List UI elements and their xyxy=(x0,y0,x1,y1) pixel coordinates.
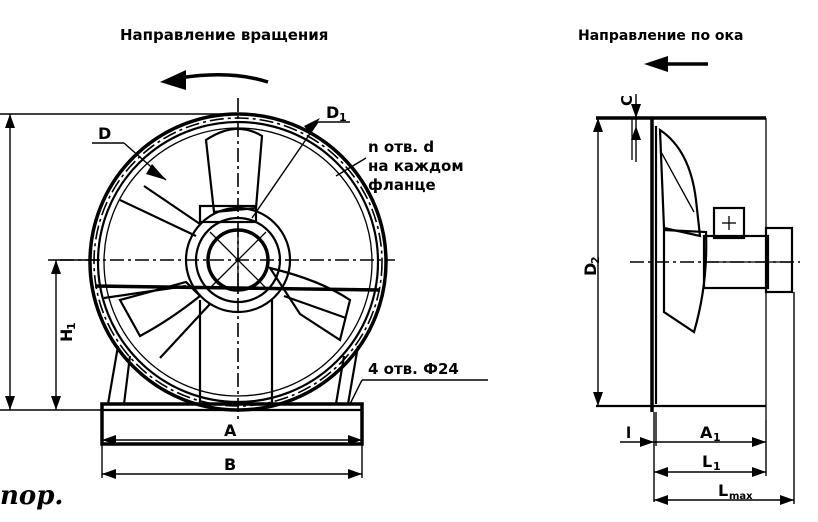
dim-a1-label: A xyxy=(700,423,713,442)
dim-b-label: B xyxy=(224,455,236,474)
dim-h1-sub: 1 xyxy=(65,322,78,330)
flow-direction-label: Направление по ока xyxy=(578,28,744,44)
dim-lmax-label: L xyxy=(718,481,728,500)
caption-fragment: пор. xyxy=(0,481,63,511)
side-motor xyxy=(702,206,794,294)
dim-l-label: l xyxy=(626,424,631,442)
dimension-b: B xyxy=(102,455,362,479)
dimension-d: D xyxy=(92,124,167,181)
holes-note: 4 отв. Ф24 xyxy=(349,360,488,405)
flange-note: n отв. d на каждом фланце xyxy=(335,138,464,194)
rotation-arrow xyxy=(160,70,269,90)
casing-split-line xyxy=(94,284,381,292)
flange-note-line2: на каждом xyxy=(368,157,464,175)
fan-blades xyxy=(103,127,352,359)
dim-l1-label: L xyxy=(702,452,712,471)
dimension-h xyxy=(0,113,238,411)
side-blade xyxy=(658,127,708,334)
front-centerlines xyxy=(60,98,395,420)
flange-note-line3: фланце xyxy=(368,176,436,194)
dimension-l1: L 1 xyxy=(654,446,767,477)
dim-d1-label: D xyxy=(326,103,339,122)
dimension-l-a1: l A 1 xyxy=(620,412,767,502)
front-view: Направление вращения xyxy=(0,26,488,511)
dim-a-label: A xyxy=(224,421,237,440)
dim-d1-sub: 1 xyxy=(339,111,347,124)
flange-note-line1: n отв. d xyxy=(368,138,434,156)
dim-l1-sub: 1 xyxy=(713,460,721,473)
dimension-h1: H 1 xyxy=(48,259,100,410)
dimension-d1: D 1 xyxy=(251,103,350,219)
dimension-d2: D 2 xyxy=(581,118,603,406)
holes-note-label: 4 отв. Ф24 xyxy=(368,360,459,378)
dimension-c: C xyxy=(618,94,641,162)
flow-arrow xyxy=(644,56,708,72)
dim-d-label: D xyxy=(98,124,111,143)
dim-d2-label: D xyxy=(581,263,600,276)
dim-lmax-sub: max xyxy=(729,491,753,502)
dim-c-label: C xyxy=(618,95,636,106)
dimension-a: A xyxy=(101,421,363,478)
dim-d2-sub: 2 xyxy=(589,256,602,264)
dim-a1-sub: 1 xyxy=(713,431,721,444)
rotation-direction-label: Направление вращения xyxy=(120,26,328,44)
dim-h1-label: H xyxy=(57,329,76,342)
side-casing xyxy=(596,116,767,420)
support-stand xyxy=(100,300,364,446)
side-view: Направление по ока xyxy=(578,28,800,505)
dimension-lmax: L max xyxy=(654,292,795,505)
